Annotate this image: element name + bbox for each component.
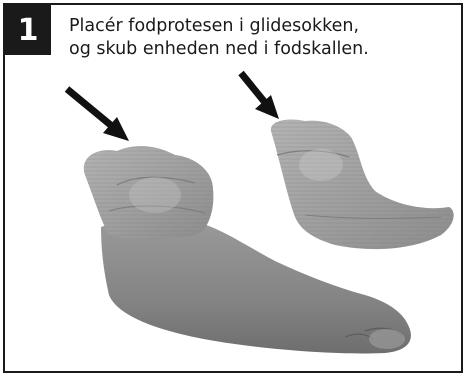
arrow-pointer-icon: [67, 89, 129, 141]
foot-prosthesis-illustration: [5, 5, 461, 371]
sock-icon: [271, 119, 454, 249]
sock-icon: [84, 146, 214, 239]
arrow-pointer-icon: [241, 73, 279, 119]
instruction-panel: 1 Placér fodprotesen i glidesokken, og s…: [3, 3, 463, 373]
